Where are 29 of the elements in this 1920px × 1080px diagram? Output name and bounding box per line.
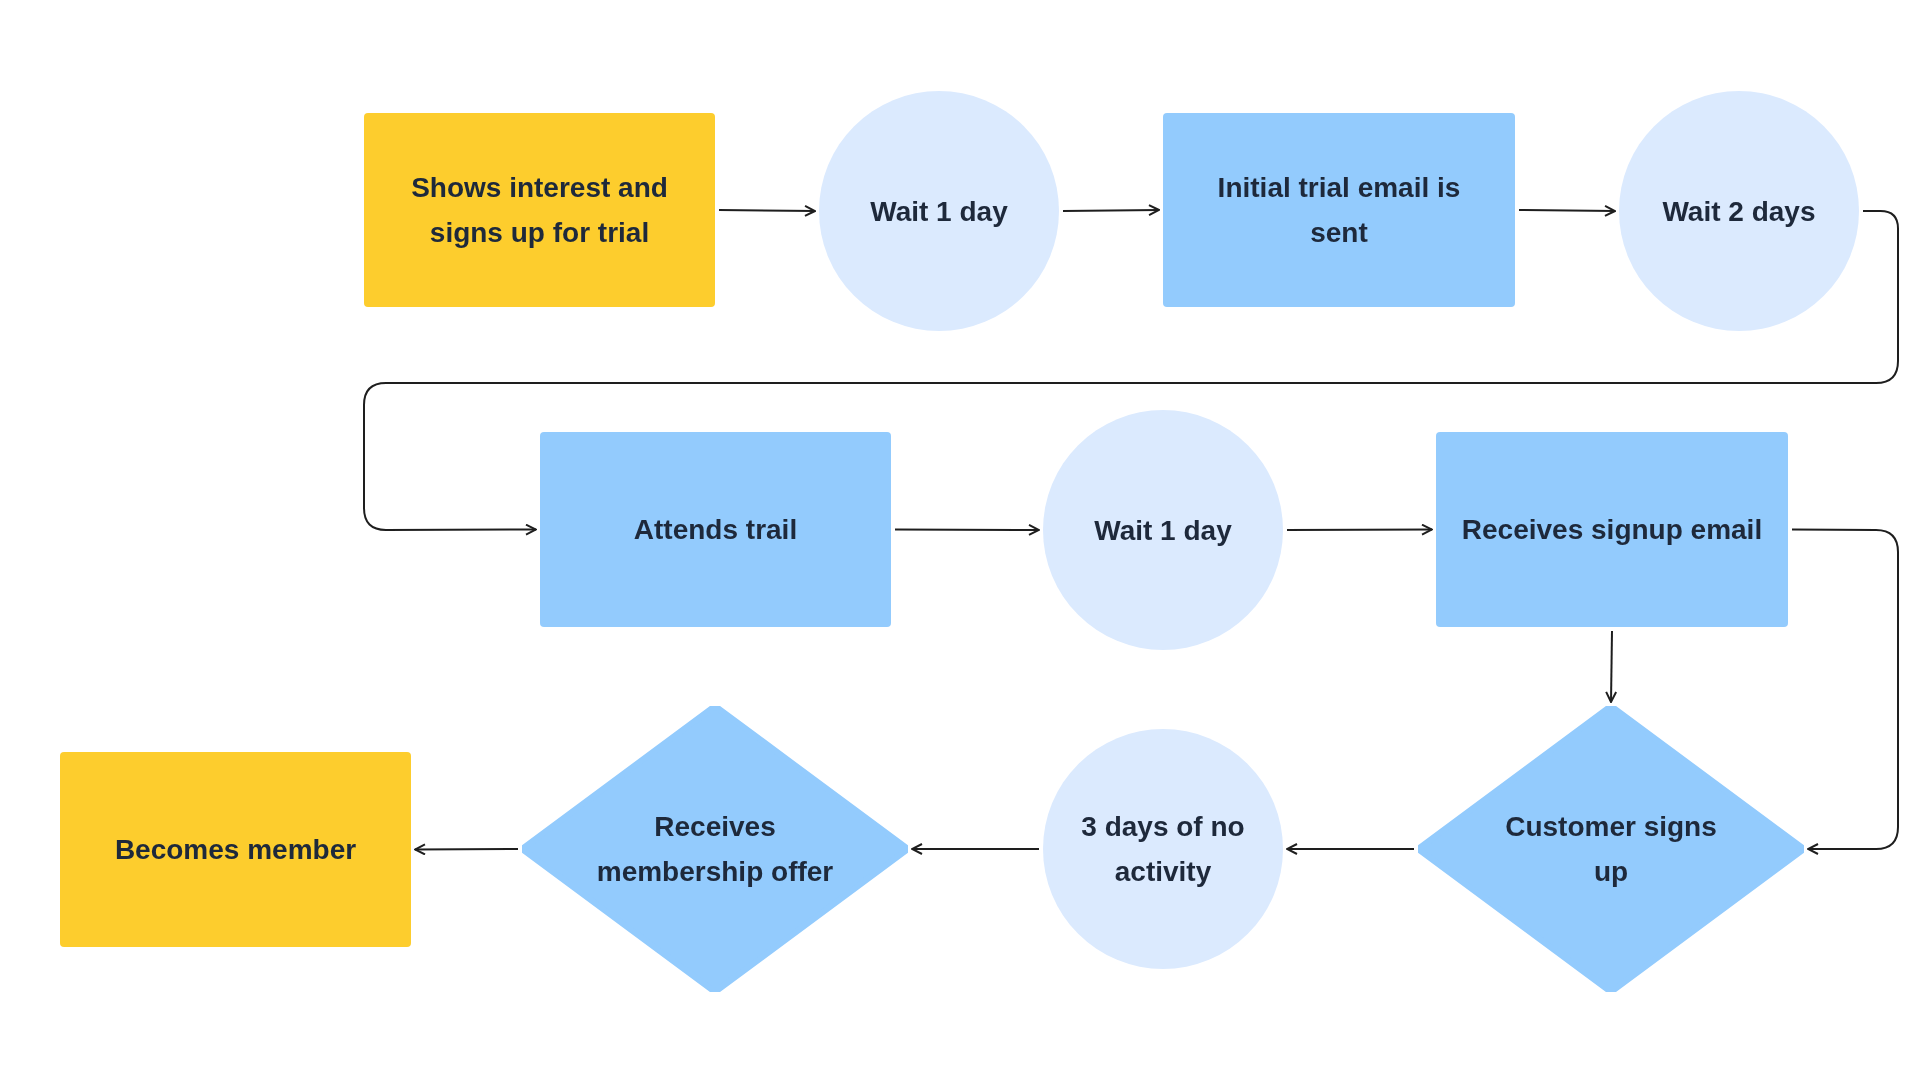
node-label: Wait 1 day [870, 194, 1008, 229]
arrow [414, 843, 519, 856]
arrow [1286, 523, 1433, 536]
node-label: Receives signup email [1461, 513, 1763, 547]
node-label: Wait 2 days [1662, 194, 1816, 229]
arrow [1791, 528, 1899, 855]
process-box [1163, 113, 1515, 307]
process-box [60, 752, 411, 947]
arrow [1518, 204, 1616, 217]
node-label: Receives membership offer [595, 810, 835, 889]
node-label: Attends trail [633, 513, 798, 547]
arrow [1605, 630, 1618, 703]
node-label: Initial trial email is sent [1216, 171, 1462, 250]
process-box [1436, 432, 1788, 627]
decision-diamond [1418, 706, 1804, 992]
node-label: Shows interest and signs up for trial [410, 171, 669, 250]
arrow [1286, 843, 1415, 855]
decision-diamond [522, 706, 908, 992]
arrow [894, 523, 1040, 536]
node-label: Wait 1 day [1094, 513, 1232, 548]
arrow [911, 843, 1040, 855]
arrow [363, 210, 1899, 536]
process-box [540, 432, 891, 627]
arrow [1062, 204, 1160, 217]
process-box [364, 113, 715, 307]
node-label: Customer signs up [1504, 810, 1718, 889]
arrow [718, 204, 816, 217]
node-label: 3 days of no activity [1080, 810, 1246, 889]
node-label: Becomes member [114, 833, 357, 867]
